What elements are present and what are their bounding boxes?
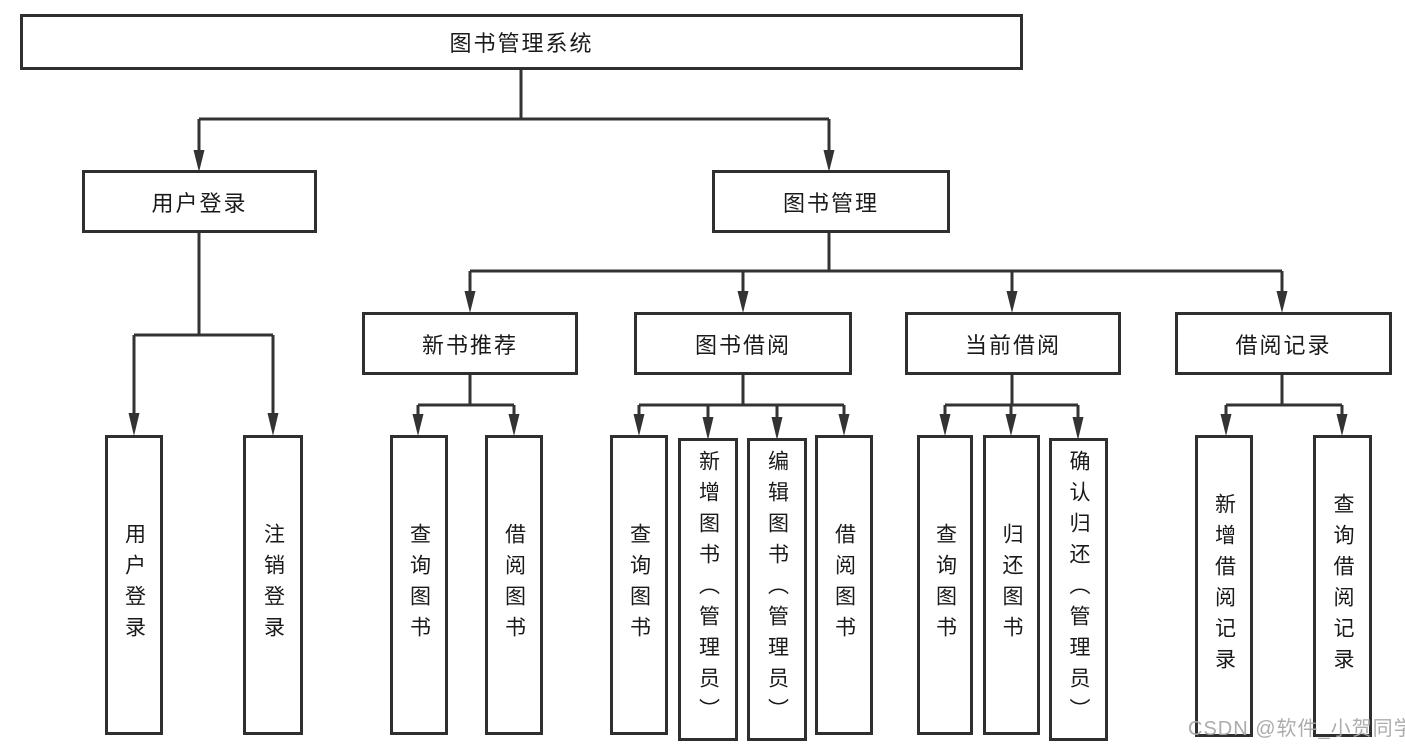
arrow-down-icon [823, 150, 835, 172]
node-label: 新书推荐 [421, 332, 518, 358]
node-label: 借阅图书 [502, 523, 526, 647]
arrow-down-icon [193, 150, 205, 172]
node-label: 图书借阅 [694, 332, 791, 358]
node-label: 借阅记录 [1235, 332, 1332, 358]
connector-root-to-level2 [193, 70, 835, 172]
node-label: 注销登录 [261, 523, 285, 647]
arrow-down-icon [508, 414, 520, 436]
node-label: 图书管理 [782, 190, 879, 216]
node-bb-query-books: 查询图书 [610, 435, 668, 735]
node-bb-borrow-books: 借阅图书 [815, 435, 873, 735]
arrow-down-icon [737, 291, 749, 313]
node-book-borrowing: 图书借阅 [634, 312, 852, 375]
arrow-down-icon [1006, 291, 1018, 313]
node-book-management-branch: 图书管理 [712, 170, 950, 233]
arrow-down-icon [771, 417, 783, 440]
node-label: 查询图书 [627, 523, 651, 647]
connector-userlogin-to-leaves [128, 231, 279, 436]
node-label: 查询借阅记录 [1331, 493, 1355, 679]
node-borrow-records: 借阅记录 [1175, 312, 1392, 375]
node-label: 编辑图书（管理员） [765, 450, 789, 729]
node-user-login-branch: 用户登录 [82, 170, 317, 233]
node-label: 用户登录 [122, 523, 146, 647]
arrow-down-icon [267, 413, 279, 436]
node-label: 归还图书 [1000, 523, 1024, 647]
node-label: 确认归还（管理员） [1067, 450, 1091, 729]
node-label: 新增借阅记录 [1212, 493, 1236, 679]
node-library-system: 图书管理系统 [20, 14, 1023, 70]
arrow-down-icon [1072, 417, 1084, 440]
node-new-book-recommend: 新书推荐 [362, 312, 578, 375]
node-label: 查询图书 [933, 523, 957, 647]
node-cb-query-books: 查询图书 [917, 435, 973, 735]
arrow-down-icon [1276, 291, 1288, 313]
node-user-login-leaf: 用户登录 [105, 435, 163, 735]
node-rec-query-books: 查询图书 [390, 435, 448, 735]
node-br-add-record: 新增借阅记录 [1195, 435, 1253, 737]
csdn-watermark: CSDN @软件_小贺同学 [1188, 718, 1405, 740]
arrow-down-icon [1220, 414, 1232, 436]
node-label: 新增图书（管理员） [696, 450, 720, 729]
arrow-down-icon [1005, 414, 1017, 436]
node-label: 查询图书 [407, 523, 431, 647]
arrow-down-icon [838, 414, 850, 436]
connector-borrowrecords-to-leaves [1220, 373, 1348, 436]
arrow-down-icon [128, 413, 140, 436]
node-cb-confirm-return-admin: 确认归还（管理员） [1049, 438, 1108, 741]
node-br-query-record: 查询借阅记录 [1313, 435, 1372, 737]
arrow-down-icon [702, 417, 714, 440]
node-rec-borrow-books: 借阅图书 [485, 435, 543, 735]
arrow-down-icon [1336, 414, 1348, 436]
connector-bookmgmt-to-level3 [464, 231, 1288, 313]
arrow-down-icon [464, 291, 476, 313]
arrow-down-icon [939, 414, 951, 436]
node-label: 用户登录 [151, 190, 248, 216]
arrow-down-icon [633, 414, 645, 436]
node-bb-edit-books-admin: 编辑图书（管理员） [747, 438, 807, 741]
node-logout-leaf: 注销登录 [243, 435, 303, 735]
node-label: 当前借阅 [964, 332, 1061, 358]
node-cb-return-books: 归还图书 [983, 435, 1040, 735]
connector-currentborrow-to-leaves [939, 373, 1084, 440]
node-label: 借阅图书 [832, 523, 856, 647]
arrow-down-icon [412, 414, 424, 436]
node-current-borrowing: 当前借阅 [905, 312, 1121, 375]
connector-newbookrec-to-leaves [412, 373, 520, 436]
node-bb-add-books-admin: 新增图书（管理员） [678, 438, 738, 741]
node-label: 图书管理系统 [449, 31, 594, 56]
connector-bookborrow-to-leaves [633, 373, 850, 440]
